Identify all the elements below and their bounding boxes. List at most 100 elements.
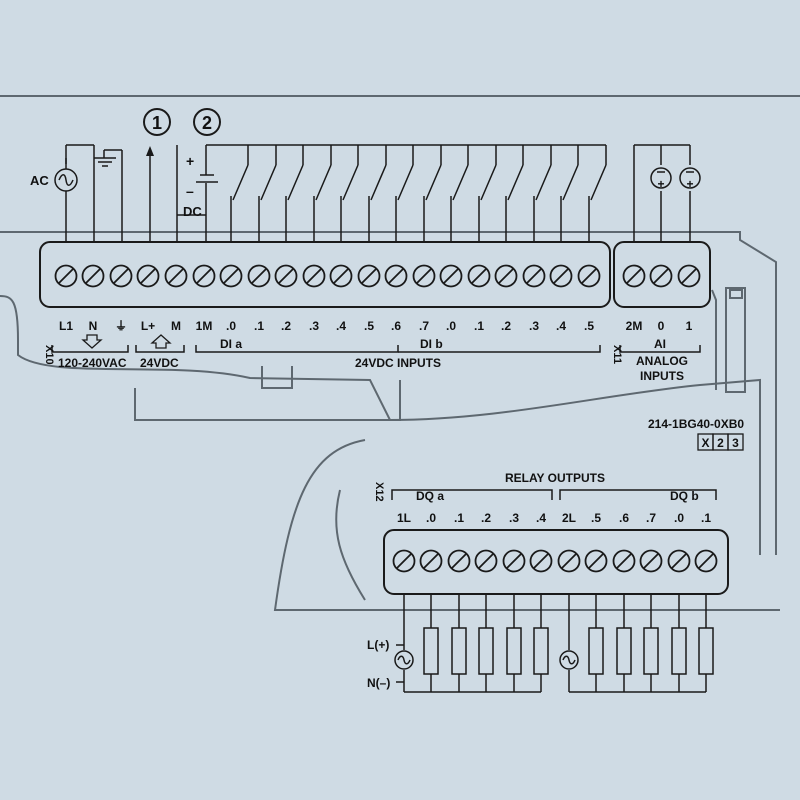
relay-terminal-label: .2 bbox=[481, 511, 491, 525]
top-screw-terminal bbox=[109, 264, 133, 288]
load-l-label: L(+) bbox=[367, 638, 389, 652]
analog-screw-terminal bbox=[622, 264, 646, 288]
x10-connector-id: X10 bbox=[43, 345, 55, 365]
ac-source-icon bbox=[54, 168, 78, 192]
relay-group-brackets bbox=[391, 489, 717, 500]
callout-1-number: 1 bbox=[152, 113, 162, 133]
ac-label: AC bbox=[30, 173, 49, 188]
dia-group-label: DI a bbox=[220, 337, 242, 351]
dc-minus-label: – bbox=[186, 183, 194, 199]
top-screw-row bbox=[54, 264, 701, 288]
relay-screw-terminal bbox=[667, 549, 691, 573]
analog-screw-terminal bbox=[677, 264, 701, 288]
output-wiring bbox=[394, 594, 714, 693]
top-terminal-label: M bbox=[171, 319, 181, 333]
top-terminal-label: .5 bbox=[584, 319, 594, 333]
top-screw-terminal bbox=[192, 264, 216, 288]
power-group-label: 120-240VAC bbox=[58, 356, 127, 370]
top-terminal-label: .2 bbox=[501, 319, 511, 333]
top-screw-terminal bbox=[54, 264, 78, 288]
relay-terminal-label: .1 bbox=[454, 511, 464, 525]
top-screw-terminal bbox=[439, 264, 463, 288]
top-terminal-label: .3 bbox=[529, 319, 539, 333]
relay-terminal-label: .0 bbox=[674, 511, 684, 525]
top-wiring bbox=[65, 144, 606, 242]
relay-screw-terminal bbox=[557, 549, 581, 573]
top-terminal-label: .6 bbox=[391, 319, 401, 333]
top-screw-terminal bbox=[522, 264, 546, 288]
analog-title-line1: ANALOG bbox=[636, 354, 688, 368]
x12-connector-id: X12 bbox=[373, 482, 385, 502]
top-terminal-label: 1M bbox=[196, 319, 213, 333]
input-switch-icon bbox=[478, 145, 497, 242]
ai1-source-plus: + bbox=[686, 177, 693, 191]
top-terminal-label: .2 bbox=[281, 319, 291, 333]
relay-terminal-label: .4 bbox=[536, 511, 546, 525]
top-terminal-label: .1 bbox=[474, 319, 484, 333]
top-terminal-label: .0 bbox=[446, 319, 456, 333]
analog-screw-terminal bbox=[649, 264, 673, 288]
relay-screw-terminal bbox=[612, 549, 636, 573]
top-screw-terminal bbox=[384, 264, 408, 288]
input-switch-icon bbox=[258, 145, 277, 242]
top-terminal-label: .4 bbox=[556, 319, 566, 333]
dqa-group-label: DQ a bbox=[416, 489, 444, 503]
relay-screw-terminal bbox=[419, 549, 443, 573]
dc-inputs-label: 24VDC INPUTS bbox=[355, 356, 441, 370]
analog-wiring bbox=[633, 144, 701, 242]
top-terminal-label: L1 bbox=[59, 319, 73, 333]
top-terminal-label: ⏚ bbox=[115, 319, 127, 333]
dc-plus-label: + bbox=[186, 153, 194, 169]
callout-2: 2 bbox=[193, 108, 221, 136]
part-number: 214-1BG40-0XB0 bbox=[648, 417, 744, 431]
input-switch-icon bbox=[505, 145, 524, 242]
input-switch-icon bbox=[230, 145, 249, 242]
relay-screw-row bbox=[392, 549, 718, 573]
analog-title-line2: INPUTS bbox=[640, 369, 684, 383]
n-down-arrow-icon bbox=[81, 334, 103, 349]
relay-terminal-label: 1L bbox=[397, 511, 411, 525]
input-switch-icon bbox=[560, 145, 579, 242]
relay-screw-terminal bbox=[502, 549, 526, 573]
digital-terminal-strip bbox=[39, 241, 611, 308]
relay-terminal-strip bbox=[383, 529, 729, 595]
relay-screw-terminal bbox=[447, 549, 471, 573]
input-switch-icon bbox=[423, 145, 442, 242]
ai-group-label: AI bbox=[654, 337, 666, 351]
top-screw-terminal bbox=[302, 264, 326, 288]
top-screw-terminal bbox=[274, 264, 298, 288]
version-box-3: 3 bbox=[732, 436, 739, 450]
top-terminal-label: L+ bbox=[141, 319, 155, 333]
input-switch-icon bbox=[368, 145, 387, 242]
dc-label: DC bbox=[183, 204, 202, 219]
top-terminal-label: .5 bbox=[364, 319, 374, 333]
relay-outputs-title: RELAY OUTPUTS bbox=[505, 471, 605, 485]
top-screw-terminal bbox=[412, 264, 436, 288]
top-terminal-label: .4 bbox=[336, 319, 346, 333]
input-switch-icon bbox=[450, 145, 469, 242]
relay-screw-terminal bbox=[529, 549, 553, 573]
relay-terminal-label: 2L bbox=[562, 511, 576, 525]
top-terminal-label: .3 bbox=[309, 319, 319, 333]
top-screw-terminal bbox=[247, 264, 271, 288]
relay-terminal-label: .7 bbox=[646, 511, 656, 525]
input-switch-icon bbox=[533, 145, 552, 242]
version-box-2: 2 bbox=[717, 436, 724, 450]
top-screw-terminal bbox=[549, 264, 573, 288]
top-screw-terminal bbox=[577, 264, 601, 288]
relay-screw-terminal bbox=[392, 549, 416, 573]
top-terminal-label: N bbox=[89, 319, 98, 333]
input-switch-icon bbox=[395, 145, 414, 242]
input-switch-row bbox=[230, 145, 607, 242]
relay-screw-terminal bbox=[474, 549, 498, 573]
input-switch-icon bbox=[340, 145, 359, 242]
analog-terminal-label: 1 bbox=[686, 319, 693, 333]
relay-terminal-label: .6 bbox=[619, 511, 629, 525]
top-screw-terminal bbox=[494, 264, 518, 288]
top-screw-terminal bbox=[357, 264, 381, 288]
analog-terminal-label: 0 bbox=[658, 319, 665, 333]
